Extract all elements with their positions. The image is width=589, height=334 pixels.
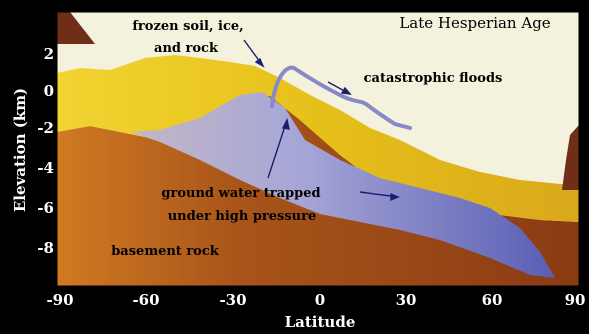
plot-frame [56,11,580,287]
x-tick: 60 [482,291,503,309]
cross-section [57,12,579,286]
y-tick: -6 [37,199,54,217]
floods-label: catastrophic floods [364,71,503,86]
y-tick: -2 [37,119,54,137]
y-axis-ticks: 2 0 -2 -4 -6 -8 [37,45,54,257]
flood-channel [270,65,412,130]
groundwater-arrow-right-head [390,192,400,202]
diagram-title: Late Hesperian Age [399,14,550,32]
frozen-arrow-head [254,57,265,68]
y-tick: 2 [44,45,54,63]
x-tick: 30 [396,291,417,309]
right-rock-outcrop [562,125,579,190]
groundwater-layer [130,92,555,278]
groundwater-label-line1: ground water trapped [161,186,320,201]
x-tick: 0 [315,291,325,309]
x-tick: 90 [565,291,586,309]
y-tick: -8 [37,239,54,257]
groundwater-label-line2: under high pressure [168,209,317,224]
frozen-label-line2: and rock [154,41,219,56]
frozen-label-line1: frozen soil, ice, [132,19,243,34]
x-tick: -90 [46,291,73,309]
groundwater-arrow-up [267,119,288,179]
basement-label: basement rock [111,244,220,259]
y-tick: -4 [37,159,54,177]
x-axis-ticks: -90 -60 -30 0 30 60 90 [46,291,585,309]
annotation-arrows [243,39,400,202]
groundwater-arrow-up-head [281,117,290,130]
frozen-soil-layer [57,55,579,222]
x-axis-label: Latitude [285,313,356,331]
x-tick: -60 [132,291,159,309]
x-tick: -30 [219,291,246,309]
left-rock-outcrop [57,12,95,44]
floods-arrow-head [340,86,352,95]
y-tick: 0 [44,82,54,100]
y-axis-label: Elevation (km) [11,88,29,212]
